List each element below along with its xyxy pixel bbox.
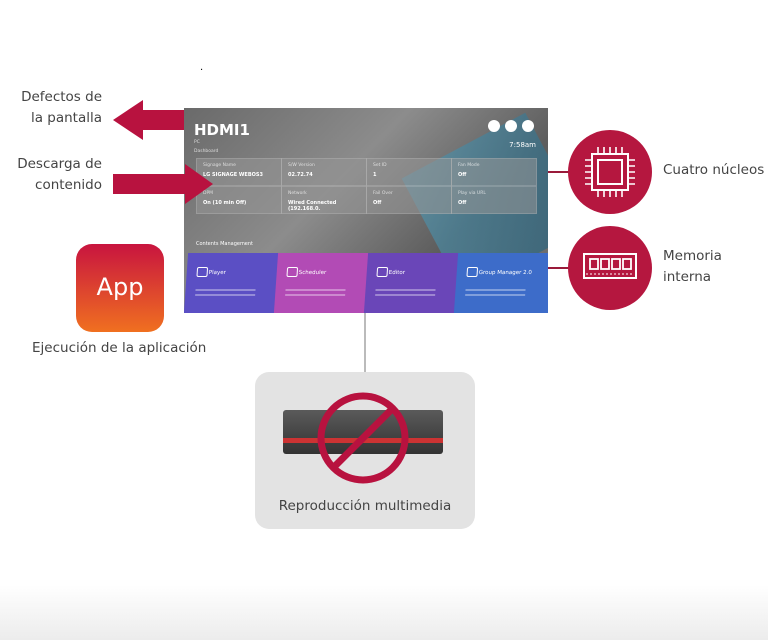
connector-line <box>548 267 578 269</box>
left-arrow <box>113 100 188 140</box>
input-subtitle: PC <box>194 140 200 145</box>
label-app-execution: Ejecución de la aplicación <box>32 340 207 356</box>
card-scheduler[interactable]: Scheduler <box>273 253 374 313</box>
label-media-playback: Reproducción multimedia <box>278 498 452 514</box>
connector-line <box>364 313 366 373</box>
dot: . <box>200 62 204 73</box>
prohibited-icon <box>317 392 409 484</box>
card-player[interactable]: Player <box>184 253 284 313</box>
dashboard-label: Dashboard <box>194 149 219 154</box>
media-player-box: Reproducción multimedia <box>255 372 475 529</box>
player-icon <box>196 267 209 277</box>
contents-management-label: Contents Management <box>196 241 254 247</box>
calendar-icon <box>286 267 299 277</box>
card-group-manager[interactable]: Group Manager 2.0 <box>453 253 548 313</box>
cpu-icon <box>568 130 652 214</box>
storage-icon[interactable] <box>488 120 500 132</box>
card-editor[interactable]: Editor <box>363 253 464 313</box>
settings-icon[interactable] <box>522 120 534 132</box>
bottom-fade <box>0 585 768 640</box>
label-content-download: Descarga de contenido <box>17 156 102 193</box>
label-quad-core: Cuatro núcleos <box>663 162 765 178</box>
input-title: HDMI1 <box>194 121 250 139</box>
memory-icon <box>568 226 652 310</box>
app-icon: App <box>76 244 164 332</box>
input-icon[interactable] <box>505 120 517 132</box>
label-screen-defects: Defectos de la pantalla <box>21 89 102 126</box>
right-arrow <box>113 164 213 204</box>
label-internal-memory: Memoria interna <box>663 248 722 285</box>
clock: 7:58am <box>509 141 536 149</box>
app-icon-text: App <box>96 273 144 301</box>
connector-line <box>548 171 578 173</box>
network-icon <box>466 267 479 277</box>
editor-icon <box>376 267 389 277</box>
